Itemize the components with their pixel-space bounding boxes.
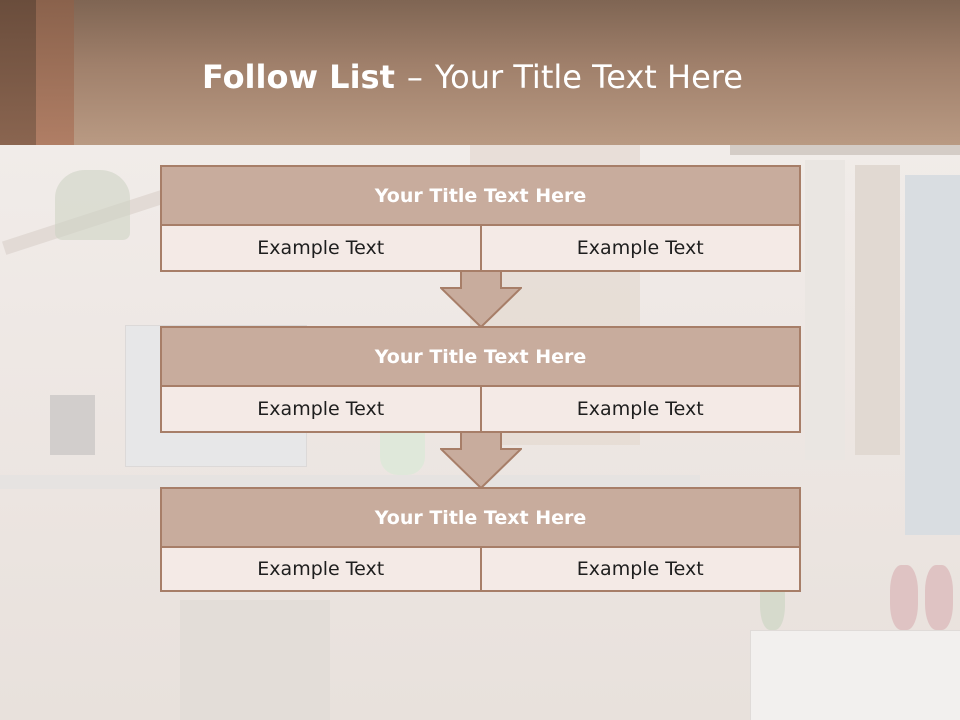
- slide-title-bold: Follow List: [202, 58, 395, 96]
- header-accent-dark: [0, 0, 36, 145]
- down-arrow-icon: [440, 270, 522, 328]
- follow-block-3: Your Title Text Here Example Text Exampl…: [160, 487, 801, 592]
- slide-title: Follow List–Your Title Text Here: [202, 52, 743, 102]
- block-cell-right: Example Text: [479, 387, 799, 431]
- block-cell-right: Example Text: [479, 548, 799, 590]
- block-title: Your Title Text Here: [162, 328, 799, 387]
- down-arrow-icon: [440, 431, 522, 489]
- slide-title-rest: Your Title Text Here: [434, 58, 743, 96]
- block-title: Your Title Text Here: [162, 167, 799, 226]
- follow-block-2: Your Title Text Here Example Text Exampl…: [160, 326, 801, 433]
- slide-title-separator: –: [406, 58, 423, 96]
- block-title: Your Title Text Here: [162, 489, 799, 548]
- block-cell-right: Example Text: [479, 226, 799, 270]
- slide-header: Follow List–Your Title Text Here: [0, 0, 960, 145]
- block-cell-left: Example Text: [162, 387, 480, 431]
- header-accent-mid: [36, 0, 74, 145]
- follow-block-1: Your Title Text Here Example Text Exampl…: [160, 165, 801, 272]
- block-cell-left: Example Text: [162, 548, 480, 590]
- block-cell-left: Example Text: [162, 226, 480, 270]
